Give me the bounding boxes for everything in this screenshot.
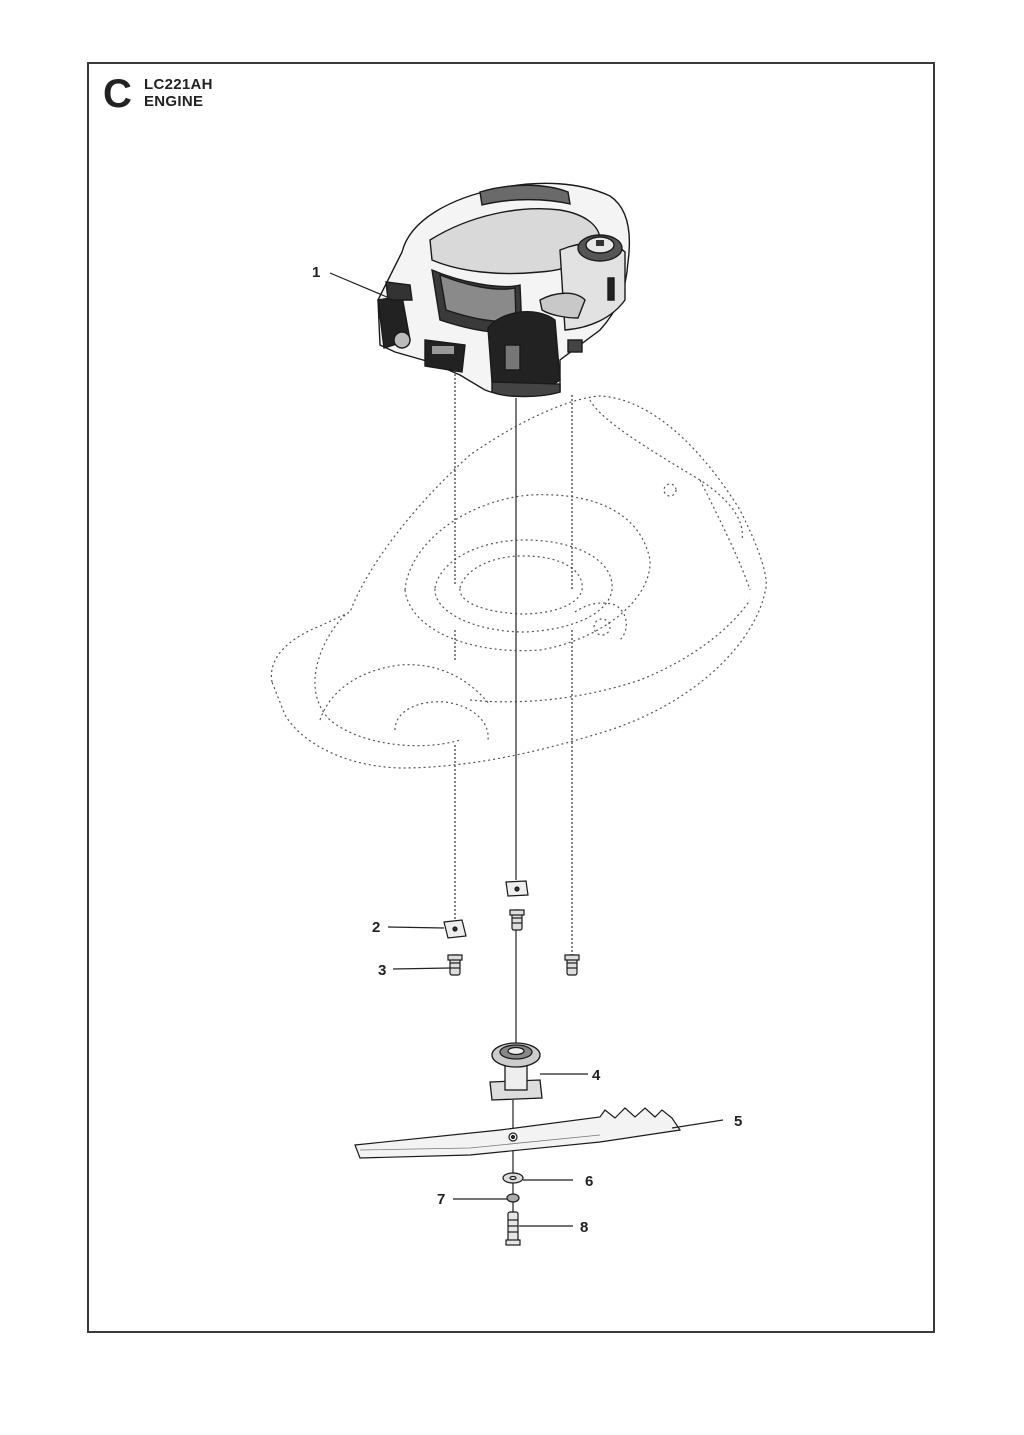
- callout-3: 3: [378, 962, 386, 979]
- page-frame: [87, 62, 935, 1333]
- model-label: LC221AH: [144, 76, 213, 93]
- mower-deck-outline: [270, 395, 767, 769]
- blade-bolt: [505, 1211, 521, 1246]
- leader-lines: [329, 272, 724, 1227]
- alignment-lines: [454, 370, 573, 955]
- blade-washer: [502, 1172, 524, 1184]
- engine-assembly: [377, 182, 631, 398]
- callout-2: 2: [372, 919, 380, 936]
- washer-left: [443, 919, 467, 939]
- blade-adapter: [489, 1042, 543, 1101]
- callout-7: 7: [437, 1191, 445, 1208]
- callout-1: 1: [312, 264, 320, 281]
- callout-8: 8: [580, 1219, 588, 1236]
- bolt-right: [564, 954, 580, 976]
- section-letter: C: [103, 72, 132, 116]
- bolt-left: [447, 954, 463, 976]
- lock-washer: [506, 1193, 520, 1203]
- washer-center: [505, 880, 529, 897]
- callout-6: 6: [585, 1173, 593, 1190]
- callout-5: 5: [734, 1113, 742, 1130]
- cutting-blade: [354, 1107, 682, 1159]
- section-title: ENGINE: [144, 93, 204, 110]
- callout-4: 4: [592, 1067, 601, 1084]
- bolt-center: [509, 909, 525, 931]
